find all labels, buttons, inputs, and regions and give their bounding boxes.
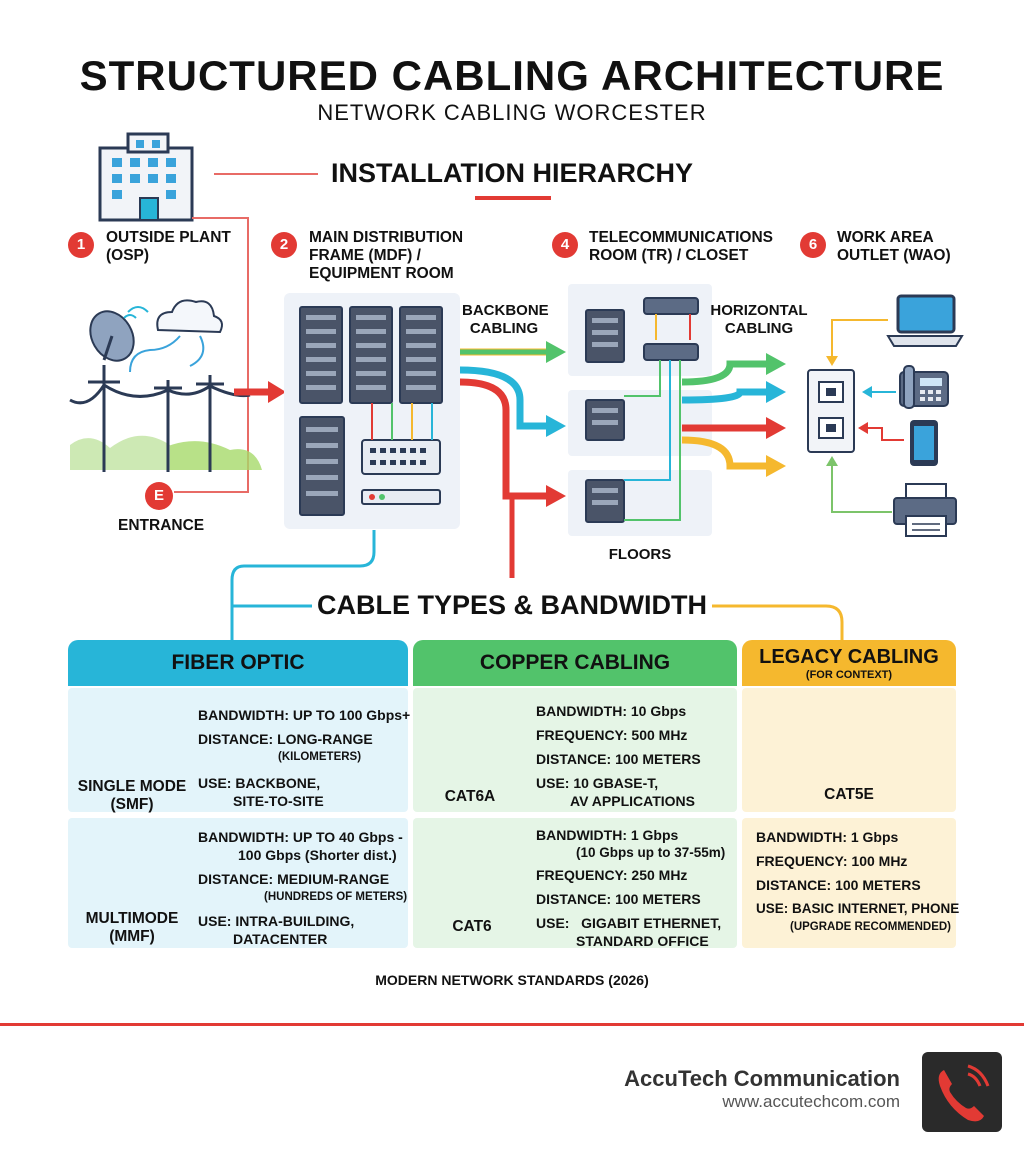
stage-osp-line2: (OSP) [106, 247, 150, 264]
single-mode-use-line2: SITE-TO-SITE [233, 793, 324, 809]
company-website[interactable]: www.accutechcom.com [722, 1092, 900, 1111]
backbone-line1: BACKBONE [462, 302, 549, 319]
cat6-use-line1: USE: GIGABIT ETHERNET, [536, 915, 722, 931]
stage-tr-line1: TELECOMMUNICATIONS [589, 229, 773, 246]
desk-phone-icon [899, 365, 949, 409]
cat6-distance: DISTANCE: 100 METERS [536, 891, 701, 907]
multimode-name-line2: (MMF) [109, 928, 155, 945]
stage-number-4: 4 [552, 232, 578, 258]
cat5e-distance: DISTANCE: 100 METERS [756, 877, 921, 893]
switch-icon [643, 297, 699, 315]
phone-logo-icon [922, 1052, 1002, 1132]
multimode-distance-note: (HUNDREDS OF METERS) [264, 891, 408, 903]
horizontal-cabling-label: HORIZONTAL CABLING [704, 302, 814, 338]
cat6-frequency: FREQUENCY: 250 MHz [536, 867, 688, 883]
phone-handset-icon [938, 1064, 990, 1122]
multimode-name-line1: MULTIMODE [85, 910, 179, 927]
cat5e-use-note: (UPGRADE RECOMMENDED) [790, 921, 951, 933]
single-mode-card [68, 688, 408, 812]
multimode-specs: BANDWIDTH: UP TO 40 Gbps - 100 Gbps (Sho… [198, 828, 407, 954]
horizontal-line1: HORIZONTAL [710, 302, 808, 319]
horizontal-line2: CABLING [724, 320, 794, 337]
company-name: AccuTech Communication [624, 1066, 900, 1091]
multimode-bandwidth-line2: 100 Gbps (Shorter dist.) [238, 847, 397, 863]
single-mode-distance-note: (KILOMETERS) [278, 751, 362, 763]
stage-wao-label: WORK AREA OUTLET (WAO) [837, 229, 951, 265]
cat6a-name: CAT6A [444, 788, 496, 805]
backbone-line2: CABLING [469, 320, 539, 337]
cat6a-specs: BANDWIDTH: 10 Gbps FREQUENCY: 500 MHz DI… [536, 702, 701, 816]
entrance-badge: E [145, 482, 173, 510]
copper-cabling-header: COPPER CABLING [413, 640, 737, 686]
stage-mdf-line2: FRAME (MDF) / [309, 247, 421, 264]
stage-number-2: 2 [271, 232, 297, 258]
single-mode-specs: BANDWIDTH: UP TO 100 Gbps+ DISTANCE: LON… [198, 706, 410, 816]
page-subtitle: NETWORK CABLING WORCESTER [317, 100, 707, 125]
stage-osp-line1: OUTSIDE PLANT [106, 229, 231, 246]
legacy-cabling-header: LEGACY CABLING (FOR CONTEXT) [742, 640, 956, 686]
single-mode-use-line1: USE: BACKBONE, [198, 775, 321, 791]
multimode-use-line1: USE: INTRA-BUILDING, [198, 913, 355, 929]
cat6a-use-line1: USE: 10 GBASE-T, [536, 775, 659, 791]
footer-divider [0, 1023, 1024, 1026]
stage-osp-label: OUTSIDE PLANT (OSP) [106, 229, 231, 265]
cat6a-use-line2: AV APPLICATIONS [570, 793, 695, 809]
outside-plant-scene [69, 299, 262, 472]
single-mode-bandwidth: BANDWIDTH: UP TO 100 Gbps+ [198, 707, 411, 723]
stage-mdf-line1: MAIN DISTRIBUTION [309, 229, 464, 246]
cable-types-heading: CABLE TYPES & BANDWIDTH [317, 590, 707, 620]
cat5e-card [742, 688, 956, 812]
cat6a-frequency: FREQUENCY: 500 MHz [536, 727, 688, 743]
single-mode-distance: DISTANCE: LONG-RANGE [198, 731, 373, 747]
cat5e-specs-card [742, 818, 956, 948]
building-icon [98, 132, 194, 222]
standards-note: MODERN NETWORK STANDARDS (2026) [375, 972, 649, 988]
patch-panel [361, 439, 441, 475]
installation-heading: INSTALLATION HIERARCHY [331, 158, 693, 188]
printer-icon [893, 483, 957, 537]
backbone-cabling-label: BACKBONE CABLING [462, 302, 549, 338]
cat5e-name: CAT5E [824, 786, 874, 803]
multimode-card [68, 818, 408, 948]
fiber-optic-header: FIBER OPTIC [68, 640, 408, 686]
multimode-distance: DISTANCE: MEDIUM-RANGE [198, 871, 390, 887]
stage-number-1: 1 [68, 232, 94, 258]
floors-label: FLOORS [608, 546, 672, 563]
page-title: STRUCTURED CABLING ARCHITECTURE [79, 52, 945, 99]
cat5e-bandwidth: BANDWIDTH: 1 Gbps [756, 829, 899, 845]
stage-tr-label: TELECOMMUNICATIONS ROOM (TR) / CLOSET [589, 229, 773, 265]
stage-mdf-line3: EQUIPMENT ROOM [309, 265, 454, 282]
laptop-icon [886, 294, 964, 347]
entrance-label: ENTRANCE [118, 517, 205, 534]
cat6-card [413, 818, 737, 948]
stage-number-6: 6 [800, 232, 826, 258]
legacy-title: LEGACY CABLING [759, 646, 939, 668]
single-mode-name-line2: (SMF) [110, 796, 154, 813]
cat5e-specs: BANDWIDTH: 1 Gbps FREQUENCY: 100 MHz DIS… [756, 828, 959, 942]
stage-wao-line1: WORK AREA [837, 229, 934, 246]
stage-tr-line2: ROOM (TR) / CLOSET [589, 247, 749, 264]
mobile-phone-icon [910, 420, 938, 466]
stage-wao-line2: OUTLET (WAO) [837, 247, 951, 264]
cat6a-distance: DISTANCE: 100 METERS [536, 751, 701, 767]
cat6-specs: BANDWIDTH: 1 Gbps (10 Gbps up to 37-55m)… [536, 826, 725, 956]
cat5e-use: USE: BASIC INTERNET, PHONE [756, 901, 960, 916]
cat5e-frequency: FREQUENCY: 100 MHz [756, 853, 908, 869]
cat6-use-line2: STANDARD OFFICE [576, 933, 709, 949]
multimode-name: MULTIMODE (MMF) [72, 910, 192, 946]
stage-mdf-label: MAIN DISTRIBUTION FRAME (MDF) / EQUIPMEN… [309, 229, 463, 283]
multimode-bandwidth-line1: BANDWIDTH: UP TO 40 Gbps - [198, 829, 403, 845]
single-mode-name-line1: SINGLE MODE [77, 778, 187, 795]
multimode-use-line2: DATACENTER [233, 931, 328, 947]
cat6-bandwidth-note: (10 Gbps up to 37-55m) [576, 845, 726, 860]
cat6a-card [413, 688, 737, 812]
cat6a-bandwidth: BANDWIDTH: 10 Gbps [536, 703, 687, 719]
cat6-name: CAT6 [452, 918, 492, 935]
legacy-subtitle: (FOR CONTEXT) [805, 669, 893, 681]
cat6-bandwidth: BANDWIDTH: 1 Gbps [536, 827, 679, 843]
single-mode-name: SINGLE MODE (SMF) [72, 778, 192, 814]
